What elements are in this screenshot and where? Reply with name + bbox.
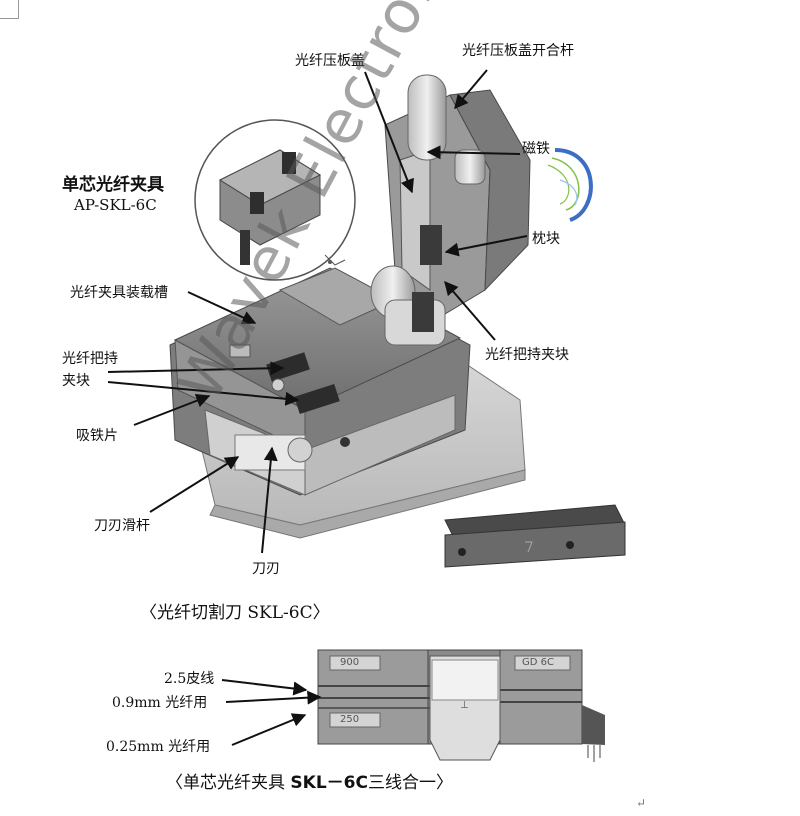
magnet-field-icon	[547, 148, 593, 222]
cover-assembly	[370, 74, 531, 346]
label-fiber-025: 0.25mm 光纤用	[106, 739, 211, 755]
label-cover-lever: 光纤压板盖开合杆	[462, 43, 574, 59]
caption-fixture-model: SKL－6C	[290, 773, 368, 793]
leader-arrows	[107, 69, 528, 746]
label-cover: 光纤压板盖	[295, 53, 365, 69]
label-jacket: 2.5皮线	[164, 671, 215, 687]
page-corner-mark	[0, 0, 19, 19]
return-mark: ↵	[636, 796, 647, 810]
label-fiber-09: 0.9mm 光纤用	[112, 695, 208, 711]
caption-fixture-prefix: 〈单芯光纤夹具	[166, 773, 291, 793]
label-holder-block-left-line2: 夹块	[62, 373, 90, 389]
label-fixture-title: 单芯光纤夹具	[62, 175, 164, 195]
caption-fixture: 〈单芯光纤夹具 SKL－6C三线合一〉	[166, 768, 453, 793]
caption-fixture-suffix: 三线合一〉	[367, 773, 453, 793]
label-fixture-model: AP-SKL-6C	[74, 196, 157, 214]
label-slot: 光纤夹具装载槽	[70, 285, 168, 301]
svg-text:⊥: ⊥	[460, 700, 469, 711]
label-magnet: 磁铁	[522, 141, 550, 157]
label-holder-block-right: 光纤把持夹块	[485, 347, 569, 363]
fixture-marking-900: 900	[340, 657, 360, 668]
label-blade-rod: 刀刃滑杆	[94, 518, 150, 534]
fixture-skl6c: ⊥	[317, 649, 605, 762]
label-iron-plate: 吸铁片	[76, 428, 118, 444]
label-pillow: 枕块	[532, 231, 560, 247]
fixture-marking-model: GD 6C	[522, 657, 554, 668]
label-holder-block-left-line1: 光纤把持	[62, 351, 118, 367]
fixture-inset	[194, 119, 356, 281]
caption-cleaver: 〈光纤切割刀 SKL-6C〉	[140, 603, 330, 623]
spare-rod	[444, 504, 626, 568]
fixture-marking-250: 250	[340, 714, 360, 725]
label-blade: 刀刃	[252, 561, 280, 577]
